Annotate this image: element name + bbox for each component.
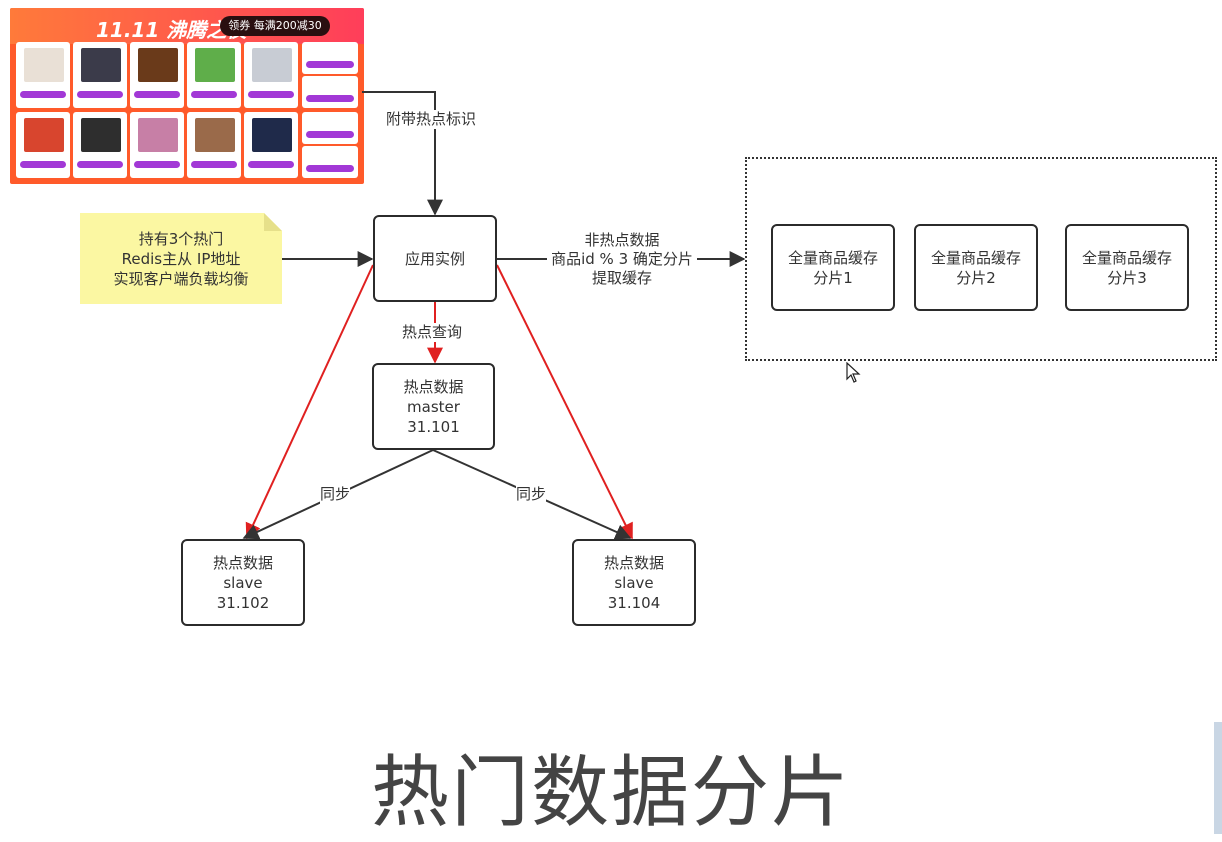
edge-banner-to-app	[362, 91, 443, 216]
node-label: 31.101	[407, 417, 460, 436]
shard-node-1: 全量商品缓存 分片1	[771, 224, 895, 311]
shard-node-2: 全量商品缓存 分片2	[914, 224, 1038, 311]
node-label: slave	[614, 573, 654, 592]
node-label: 31.104	[607, 593, 661, 612]
node-label: 分片3	[1107, 268, 1147, 287]
shard-node-3: 全量商品缓存 分片3	[1065, 224, 1189, 311]
hot-slave-left-node: 热点数据 slave 31.102	[181, 539, 305, 626]
product-tile	[130, 112, 184, 178]
node-label: 分片2	[956, 268, 996, 287]
product-tile	[244, 42, 298, 108]
edge-label-line: 商品id % 3 确定分片	[551, 250, 693, 268]
node-label: 31.102	[216, 593, 270, 612]
product-tile	[187, 112, 241, 178]
product-tile	[16, 112, 70, 178]
edge-label-sync-right: 同步	[516, 485, 547, 504]
note-line: 持有3个热门	[138, 229, 224, 248]
shard-cache-group	[745, 157, 1217, 361]
edge-label-hot-flag: 附带热点标识	[386, 110, 477, 129]
client-note: 持有3个热门 Redis主从 IP地址 实现客户端负载均衡	[80, 213, 282, 304]
hot-slave-right-node: 热点数据 slave 31.104	[572, 539, 696, 626]
edge-label-nonhot: 非热点数据 商品id % 3 确定分片 提取缓存	[547, 231, 697, 288]
product-tile	[73, 42, 127, 108]
brand-tile	[302, 42, 358, 74]
node-label: 全量商品缓存	[787, 248, 878, 267]
brand-tile	[302, 112, 358, 144]
node-label: 应用实例	[404, 249, 465, 268]
adjacent-window-edge	[1214, 722, 1222, 834]
edge-label-hot-query: 热点查询	[402, 323, 463, 342]
node-label: 全量商品缓存	[930, 248, 1021, 267]
product-tile	[130, 42, 184, 108]
mouse-cursor-icon	[846, 362, 861, 383]
product-tile	[16, 42, 70, 108]
promo-banner: 11.11 沸腾之夜 领券 每满200减30	[10, 8, 364, 184]
edge-label-line: 提取缓存	[591, 269, 652, 287]
app-instance-node: 应用实例	[373, 215, 497, 302]
product-tile	[244, 112, 298, 178]
brand-tile	[302, 146, 358, 178]
product-tile	[73, 112, 127, 178]
node-label: slave	[223, 573, 263, 592]
node-label: 热点数据	[403, 377, 464, 396]
edge-app-to-slave-right	[496, 264, 633, 540]
banner-promo-pill: 领券 每满200减30	[220, 16, 330, 36]
product-tile	[187, 42, 241, 108]
edge-label-sync-left: 同步	[320, 485, 351, 504]
node-label: 热点数据	[603, 553, 664, 572]
node-label: 热点数据	[212, 553, 273, 572]
node-label: 分片1	[813, 268, 853, 287]
brand-tile	[302, 76, 358, 108]
note-line: 实现客户端负载均衡	[113, 269, 249, 288]
node-label: master	[407, 397, 460, 416]
edge-label-line: 非热点数据	[584, 231, 660, 249]
edge-app-to-slave-left	[245, 264, 374, 540]
node-label: 全量商品缓存	[1081, 248, 1172, 267]
note-line: Redis主从 IP地址	[121, 249, 241, 268]
hot-master-node: 热点数据 master 31.101	[372, 363, 495, 450]
page-title: 热门数据分片	[370, 748, 851, 838]
